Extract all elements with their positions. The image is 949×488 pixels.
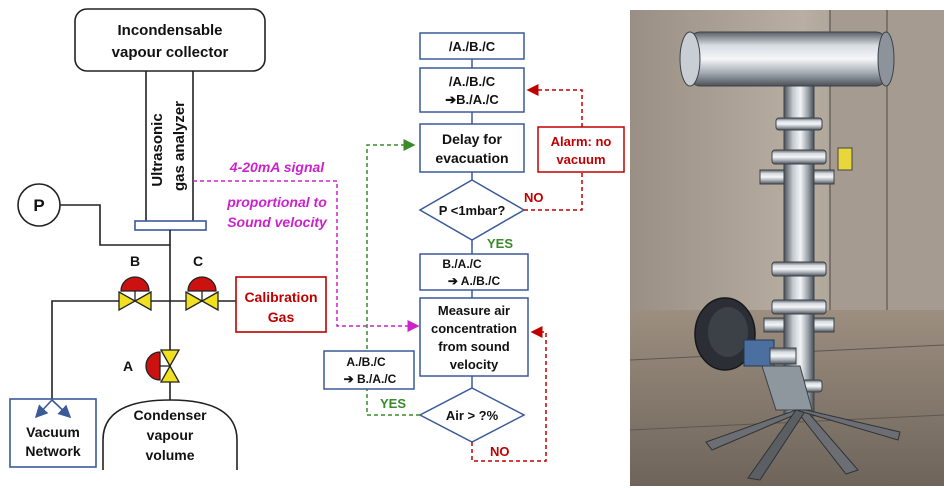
signal-label-2: proportional to [226, 194, 327, 210]
vacuum-pipe [51, 300, 170, 399]
flow-box-2 [419, 67, 525, 113]
alarm-label-1: Alarm: no [551, 134, 612, 149]
no-path-1 [524, 172, 583, 211]
calibration-label-1: Calibration [244, 289, 317, 305]
decision-air-label: Air > ?% [446, 408, 499, 423]
condenser-label-2: vapour [147, 427, 194, 443]
yes-label-1: YES [487, 236, 513, 251]
alarm-box [537, 126, 625, 173]
analyzer-label-1: Ultrasonic [149, 113, 166, 186]
vacuum-network-box [9, 398, 97, 468]
flow-box-4-label-2: ➔ A./B./C [448, 274, 501, 288]
flow-side-box [323, 350, 415, 390]
flow-box-5-label-2: concentration [431, 321, 517, 336]
pressure-symbol: P [33, 196, 44, 215]
vacuum-label-1: Vacuum [26, 424, 80, 440]
flow-box-2-label-2: ➔B./A./C [445, 92, 499, 107]
vacuum-label-2: Network [25, 443, 80, 459]
yes-path-2 [366, 139, 420, 416]
gauge-pipe [60, 204, 171, 246]
alarm-return-path [526, 84, 583, 127]
control-flowchart: /A./B./C /A./B./C ➔B./A./C Delay for eva… [323, 32, 625, 462]
valve-a-label: A [123, 358, 133, 374]
calibration-label-2: Gas [268, 309, 295, 325]
no-label-2: NO [490, 444, 510, 459]
condenser-label-1: Condenser [133, 407, 207, 423]
condenser-label-3: volume [145, 447, 194, 463]
vacuum-arrow-left-icon [34, 399, 53, 419]
flow-box-5-label-3: from sound [438, 339, 510, 354]
signal-label-3: Sound velocity [227, 214, 328, 230]
flow-box-1-label: /A./B./C [449, 39, 496, 54]
apparatus-photo [629, 10, 945, 486]
no-label-1: NO [524, 190, 544, 205]
flow-side-box-label-2: ➔ B./A./C [344, 372, 397, 386]
valve-a-icon [145, 349, 181, 383]
collector-label-2: vapour collector [112, 44, 229, 61]
flow-box-5 [419, 297, 529, 377]
process-schematic: Incondensable vapour collector Ultrasoni… [9, 8, 420, 470]
valve-b-icon [118, 276, 152, 312]
flow-box-3-label-2: evacuation [435, 150, 508, 166]
valve-c-label: C [193, 253, 203, 269]
vapour-collector-box [74, 8, 266, 72]
collector-label-1: Incondensable [117, 22, 222, 39]
valve-c-icon [185, 276, 219, 312]
vacuum-arrow-right-icon [51, 399, 72, 419]
flow-box-4 [419, 253, 529, 291]
no-path-2 [471, 326, 547, 462]
flow-box-5-label-1: Measure air [438, 303, 510, 318]
flow-box-5-label-4: velocity [450, 357, 499, 372]
flow-box-3-label-1: Delay for [442, 131, 502, 147]
analyzer-label-2: gas analyzer [171, 101, 188, 191]
flow-box-2-label-1: /A./B./C [449, 74, 496, 89]
calibration-gas-box [235, 276, 327, 333]
flow-box-3 [419, 123, 525, 173]
flow-side-box-label-1: A./B./C [346, 355, 386, 369]
flow-box-1 [419, 32, 525, 60]
condenser-volume-shape [102, 399, 238, 470]
flow-box-4-label-1: B./A./C [442, 257, 482, 271]
alarm-label-2: vacuum [556, 152, 605, 167]
yes-label-2: YES [380, 396, 406, 411]
signal-label-1: 4-20mA signal [229, 159, 326, 175]
signal-line [193, 180, 420, 332]
sensor-plate [134, 220, 207, 231]
decision-pressure-label: P <1mbar? [439, 203, 506, 218]
valve-b-label: B [130, 253, 140, 269]
